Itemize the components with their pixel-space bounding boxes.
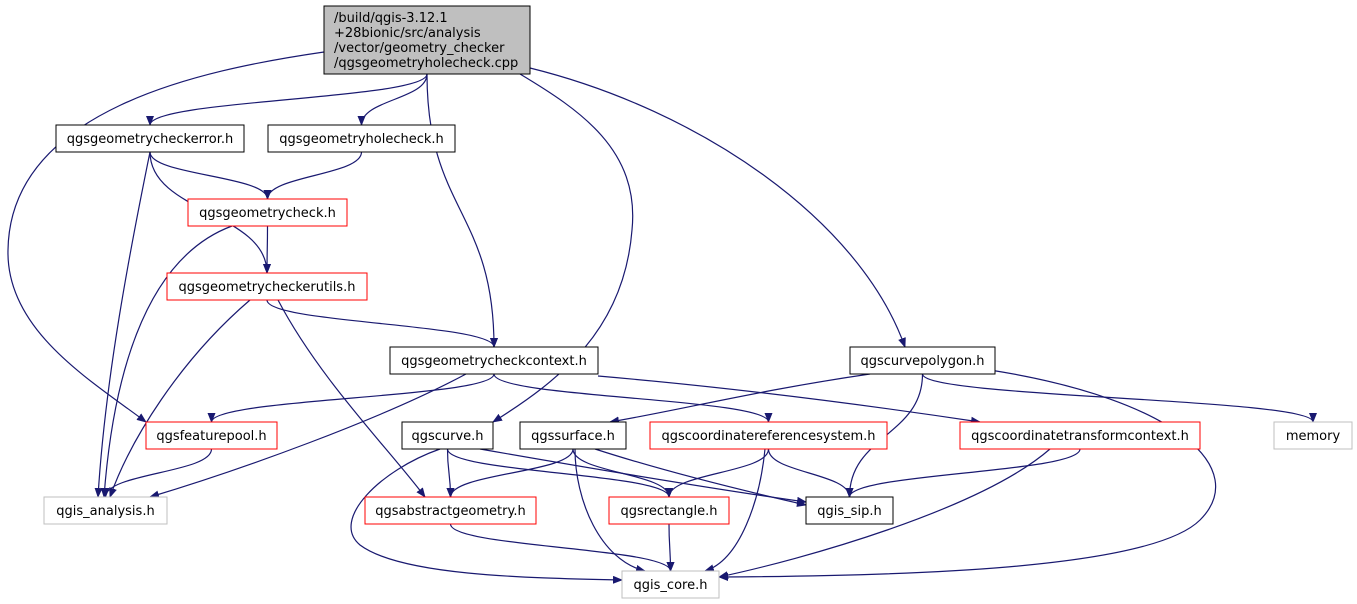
- node-label: qgsabstractgeometry.h: [375, 504, 525, 519]
- node-qgscurvepolygon[interactable]: qgscurvepolygon.h: [849, 346, 996, 375]
- edge-qgssurface-to-qgis_core: [574, 448, 646, 573]
- node-qgsgeometryholecheck[interactable]: qgsgeometryholecheck.h: [267, 124, 456, 153]
- edge-qgscoordinatereferencesystem-to-qgsrectangle: [665, 448, 770, 498]
- node-qgscoordinatetransformcontext[interactable]: qgscoordinatetransformcontext.h: [959, 421, 1201, 450]
- node-qgscurve[interactable]: qgscurve.h: [401, 421, 494, 450]
- edge-qgscurve-to-qgis_core: [350, 448, 623, 584]
- edge-root-to-qgsgeometryholecheck: [357, 73, 428, 126]
- edge-qgsabstractgeometry-to-qgis_core: [449, 523, 675, 572]
- node-box: [323, 5, 531, 75]
- node-box: [621, 570, 720, 599]
- node-label: /build/qgis-3.12.1: [334, 11, 448, 26]
- node-qgis_sip[interactable]: qgis_sip.h: [805, 496, 894, 525]
- node-label: qgsgeometrycheckcontext.h: [401, 354, 587, 369]
- node-label: qgis_core.h: [634, 578, 708, 593]
- edge-qgscurve-to-qgsrectangle: [446, 448, 673, 498]
- node-label: qgscoordinatereferencesystem.h: [661, 429, 875, 444]
- edge-qgscoordinatetransformcontext-to-qgis_core: [718, 448, 1051, 580]
- node-label: qgscurve.h: [411, 429, 483, 444]
- edge-qgsrectangle-to-qgis_core: [666, 523, 675, 572]
- edge-qgscurvepolygon-to-qgssurface: [609, 373, 871, 425]
- node-label: qgsgeometrycheck.h: [199, 206, 336, 221]
- node-box: [401, 421, 494, 450]
- node-label: qgsgeometrycheckerutils.h: [179, 280, 356, 295]
- edge-qgssurface-to-qgis_sip: [594, 448, 807, 507]
- node-qgsrectangle[interactable]: qgsrectangle.h: [608, 496, 730, 525]
- node-box: [166, 272, 368, 301]
- node-label: +28bionic/src/analysis: [334, 26, 481, 41]
- node-qgsgeometrycheckcontext[interactable]: qgsgeometrycheckcontext.h: [389, 346, 599, 375]
- node-qgssurface[interactable]: qgssurface.h: [519, 421, 627, 450]
- edge-qgsgeometrycheckcontext-to-qgscoordinatereferencesystem: [493, 373, 773, 423]
- node-box: [1273, 421, 1353, 450]
- edge-root-to-qgsfeaturepool: [7, 51, 325, 423]
- node-label: /vector/geometry_checker: [334, 41, 505, 56]
- node-qgis_core[interactable]: qgis_core.h: [621, 570, 720, 599]
- nodes-layer: /build/qgis-3.12.1+28bionic/src/analysis…: [43, 5, 1353, 599]
- edge-qgscurvepolygon-to-qgis_core: [718, 369, 1217, 581]
- edge-qgscoordinatereferencesystem-to-qgis_sip: [767, 448, 854, 498]
- edge-qgsgeometrycheckerutils-to-qgsgeometrycheckcontext: [266, 299, 498, 348]
- edge-qgsgeometrycheckcontext-to-qgscoordinatetransformcontext: [597, 375, 981, 425]
- edge-qgssurface-to-qgsrectangle: [572, 448, 673, 498]
- edge-qgsgeometrycheckcontext-to-qgsfeaturepool: [207, 373, 495, 423]
- node-qgis_analysis[interactable]: qgis_analysis.h: [43, 496, 168, 525]
- node-qgsabstractgeometry[interactable]: qgsabstractgeometry.h: [364, 496, 537, 525]
- node-label: /qgsgeometryholecheck.cpp: [334, 56, 518, 71]
- node-qgsgeometrycheckerror[interactable]: qgsgeometrycheckerror.h: [55, 124, 245, 153]
- edge-root-to-qgscurvepolygon: [529, 67, 906, 348]
- edge-qgsgeometrycheck-to-qgis_analysis: [100, 225, 233, 498]
- node-box: [267, 124, 456, 153]
- node-box: [649, 421, 888, 450]
- node-label: qgscurvepolygon.h: [860, 354, 984, 369]
- node-box: [364, 496, 537, 525]
- edges-layer: [7, 51, 1317, 584]
- node-box: [849, 346, 996, 375]
- node-label: qgis_sip.h: [817, 504, 881, 519]
- edge-qgsgeometrycheckerror-to-qgsgeometrycheck: [149, 151, 272, 200]
- node-box: [959, 421, 1201, 450]
- node-qgscoordinatereferencesystem[interactable]: qgscoordinatereferencesystem.h: [649, 421, 888, 450]
- node-box: [145, 421, 278, 450]
- edge-root-to-qgsgeometrycheckerror: [146, 73, 428, 126]
- node-box: [55, 124, 245, 153]
- edge-qgsgeometrycheckcontext-to-qgis_analysis: [149, 373, 467, 499]
- node-label: qgsgeometryholecheck.h: [279, 132, 444, 147]
- edge-qgssurface-to-qgsabstractgeometry: [446, 448, 574, 498]
- node-box: [187, 198, 348, 227]
- node-box: [43, 496, 168, 525]
- edge-qgsgeometrycheckerutils-to-qgis_analysis: [109, 299, 251, 498]
- edge-qgsgeometrycheck-to-qgsgeometrycheckerutils: [263, 225, 272, 274]
- node-box: [608, 496, 730, 525]
- node-label: memory: [1286, 429, 1341, 444]
- edge-qgsgeometrycheckerutils-to-qgsabstractgeometry: [277, 299, 426, 498]
- node-qgsfeaturepool[interactable]: qgsfeaturepool.h: [145, 421, 278, 450]
- node-memory[interactable]: memory: [1273, 421, 1353, 450]
- edge-qgsgeometrycheckerror-to-qgis_analysis: [94, 151, 151, 498]
- edge-qgscurve-to-qgsabstractgeometry: [446, 448, 455, 498]
- edge-root-to-qgsgeometrycheckcontext: [426, 73, 498, 348]
- node-root[interactable]: /build/qgis-3.12.1+28bionic/src/analysis…: [323, 5, 531, 75]
- node-box: [805, 496, 894, 525]
- node-qgsgeometrycheckerutils[interactable]: qgsgeometrycheckerutils.h: [166, 272, 368, 301]
- edge-qgsgeometryholecheck-to-qgsgeometrycheck: [263, 151, 363, 200]
- node-box: [519, 421, 627, 450]
- edge-qgscoordinatereferencesystem-to-qgis_core: [704, 448, 766, 573]
- node-box: [389, 346, 599, 375]
- node-label: qgsgeometrycheckerror.h: [67, 132, 234, 147]
- node-qgsgeometrycheck[interactable]: qgsgeometrycheck.h: [187, 198, 348, 227]
- edge-qgscurvepolygon-to-memory: [921, 373, 1317, 423]
- node-label: qgis_analysis.h: [56, 504, 154, 519]
- edge-qgscoordinatetransformcontext-to-qgis_sip: [845, 448, 1081, 498]
- node-label: qgsrectangle.h: [620, 504, 717, 519]
- node-label: qgssurface.h: [531, 429, 615, 444]
- node-label: qgscoordinatetransformcontext.h: [971, 429, 1189, 444]
- edge-root-to-qgscurve: [492, 73, 634, 423]
- edge-qgsfeaturepool-to-qgis_analysis: [101, 448, 213, 498]
- node-label: qgsfeaturepool.h: [156, 429, 266, 444]
